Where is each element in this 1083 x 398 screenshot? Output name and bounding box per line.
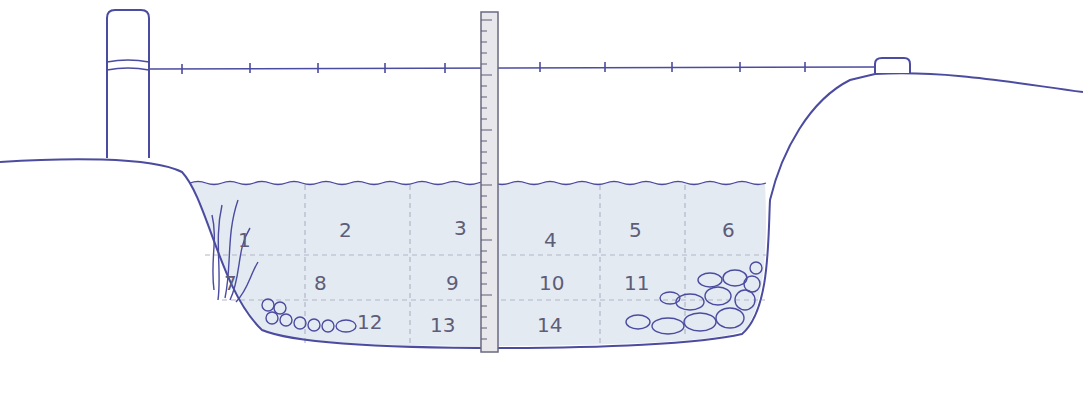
gauge-tick bbox=[481, 185, 492, 186]
tape-post-right bbox=[875, 58, 910, 73]
cell-number: 13 bbox=[430, 315, 455, 335]
gauge-tick bbox=[481, 97, 487, 98]
gauge-tick bbox=[481, 174, 487, 175]
gauge-tick bbox=[481, 251, 487, 252]
gauge-tick bbox=[481, 53, 487, 54]
gauge-tick bbox=[481, 262, 487, 263]
gauge-tick bbox=[481, 119, 487, 120]
cell-number: 5 bbox=[629, 220, 642, 240]
river-bank bbox=[0, 73, 1083, 348]
cell-number: 11 bbox=[624, 273, 649, 293]
staff-gauge bbox=[481, 12, 498, 352]
gauge-tick bbox=[481, 86, 487, 87]
cell-number: 3 bbox=[454, 218, 467, 238]
gauge-tick bbox=[481, 328, 487, 329]
gauge-tick bbox=[481, 130, 492, 131]
cell-number: 8 bbox=[314, 273, 327, 293]
gauge-tick bbox=[481, 218, 487, 219]
gauge-tick bbox=[481, 42, 487, 43]
gauge-tick bbox=[481, 295, 492, 296]
water-plants bbox=[212, 200, 258, 302]
gauge-tick bbox=[481, 306, 487, 307]
cell-number: 4 bbox=[544, 230, 557, 250]
cell-number: 7 bbox=[224, 273, 237, 293]
cell-number: 9 bbox=[446, 273, 459, 293]
gauge-tick bbox=[481, 75, 492, 76]
measuring-tape bbox=[149, 62, 875, 74]
cell-number: 12 bbox=[357, 312, 382, 332]
cell-number: 2 bbox=[339, 220, 352, 240]
gauge-tick bbox=[481, 163, 487, 164]
cell-number: 14 bbox=[537, 315, 562, 335]
tape-post-left bbox=[107, 10, 149, 158]
gauge-tick bbox=[481, 64, 487, 65]
gauge-tick bbox=[481, 339, 487, 340]
gauge-tick bbox=[481, 207, 487, 208]
gauge-tick bbox=[481, 108, 487, 109]
gauge-tick bbox=[481, 196, 487, 197]
water-body bbox=[190, 183, 766, 346]
gauge-tick bbox=[481, 31, 487, 32]
cell-number: 6 bbox=[722, 220, 735, 240]
stones-left bbox=[262, 299, 356, 332]
gauge-tick bbox=[481, 20, 492, 21]
cell-number: 10 bbox=[539, 273, 564, 293]
gauge-tick bbox=[481, 284, 487, 285]
cell-number: 1 bbox=[238, 230, 251, 250]
water-surface bbox=[190, 182, 766, 185]
gauge-tick bbox=[481, 273, 487, 274]
gauge-tick bbox=[481, 240, 492, 241]
gauge-tick bbox=[481, 141, 487, 142]
gauge-tick bbox=[481, 317, 487, 318]
gauge-tick bbox=[481, 229, 487, 230]
gauge-tick bbox=[481, 152, 487, 153]
